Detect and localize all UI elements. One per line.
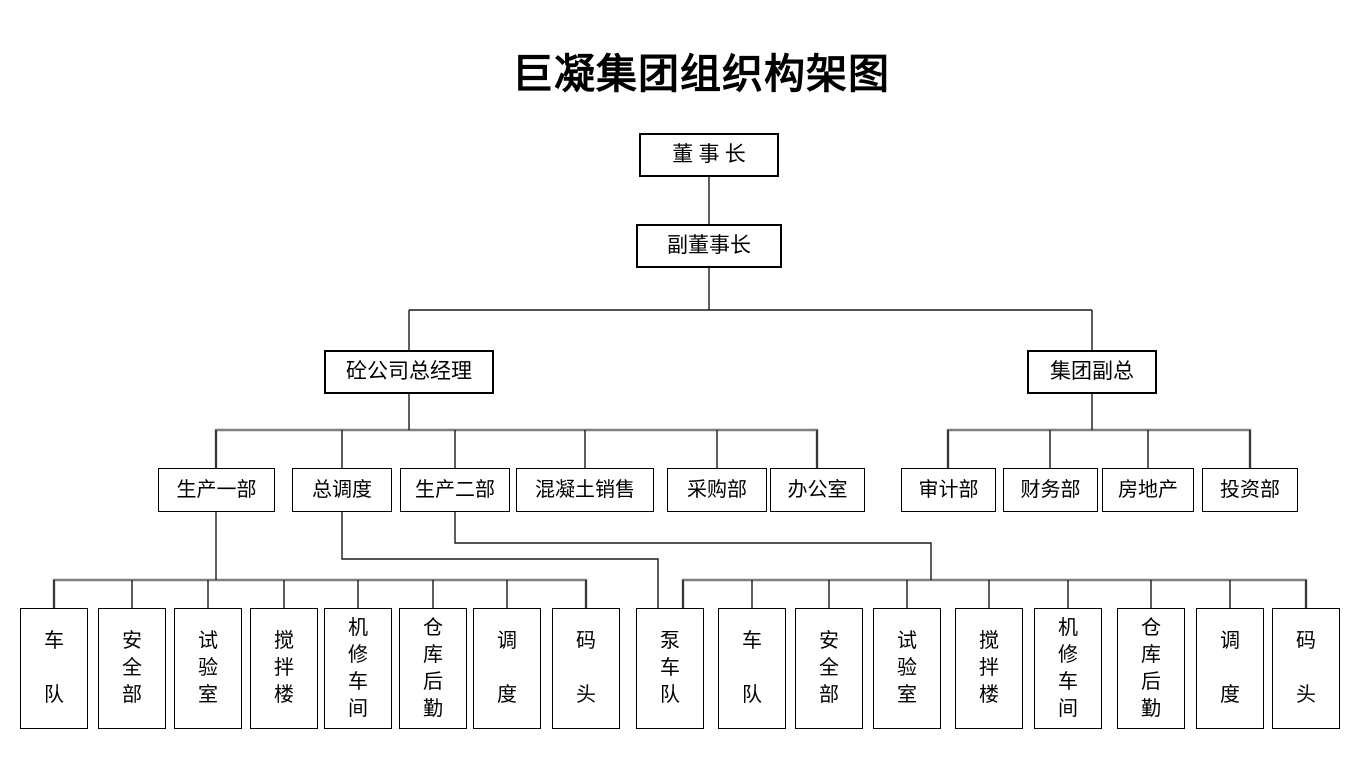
level2-feeds: [408, 394, 1093, 430]
node-vice-chairman: 副董事长: [636, 224, 782, 268]
node-mixing-building-2: 搅 拌 楼: [955, 608, 1023, 729]
trunk-connectors: [408, 177, 1093, 350]
dispatch-to-pump-elbow: [341, 512, 659, 608]
node-office: 办公室: [770, 468, 865, 512]
node-real-estate: 房地产: [1102, 468, 1194, 512]
node-warehouse-logistics-2: 仓 库 后 勤: [1117, 608, 1185, 729]
node-chairman: 董 事 长: [639, 133, 779, 177]
node-laboratory-1: 试 验 室: [174, 608, 242, 729]
node-machine-repair-workshop-1: 机 修 车 间: [324, 608, 392, 729]
rake-production2-units: [681, 578, 1308, 608]
rake-concrete-departments: [214, 428, 819, 468]
node-concrete-sales: 混凝土销售: [516, 468, 654, 512]
node-safety-dept-2: 安 全 部: [795, 608, 863, 729]
node-fleet-2: 车 队: [718, 608, 786, 729]
node-machine-repair-workshop-2: 机 修 车 间: [1034, 608, 1102, 729]
node-general-dispatch: 总调度: [292, 468, 392, 512]
bottom-row-stubs: [53, 580, 1307, 608]
node-concrete-company-gm: 砼公司总经理: [324, 350, 494, 394]
node-investment-dept: 投资部: [1202, 468, 1298, 512]
node-dispatch-2: 调 度: [1196, 608, 1264, 729]
production2-feed-elbow: [454, 512, 932, 580]
rake-production1-units: [52, 578, 588, 608]
node-purchasing-dept: 采购部: [667, 468, 767, 512]
node-audit-dept: 审计部: [901, 468, 996, 512]
node-production-dept-1: 生产一部: [158, 468, 275, 512]
node-pump-truck-fleet: 泵 车 队: [636, 608, 704, 729]
node-dock-1: 码 头: [552, 608, 620, 729]
node-fleet-1: 车 队: [20, 608, 88, 729]
chart-title: 巨凝集团组织构架图: [512, 51, 890, 97]
node-group-deputy-gm: 集团副总: [1027, 350, 1157, 394]
node-safety-dept-1: 安 全 部: [98, 608, 166, 729]
node-mixing-building-1: 搅 拌 楼: [250, 608, 318, 729]
node-dock-2: 码 头: [1272, 608, 1340, 729]
node-dispatch-1: 调 度: [473, 608, 541, 729]
level3-stubs: [215, 430, 1251, 468]
rake-group-departments: [946, 428, 1252, 468]
node-warehouse-logistics-1: 仓 库 后 勤: [399, 608, 467, 729]
node-laboratory-2: 试 验 室: [873, 608, 941, 729]
node-production-dept-2: 生产二部: [400, 468, 510, 512]
node-finance-dept: 财务部: [1003, 468, 1098, 512]
